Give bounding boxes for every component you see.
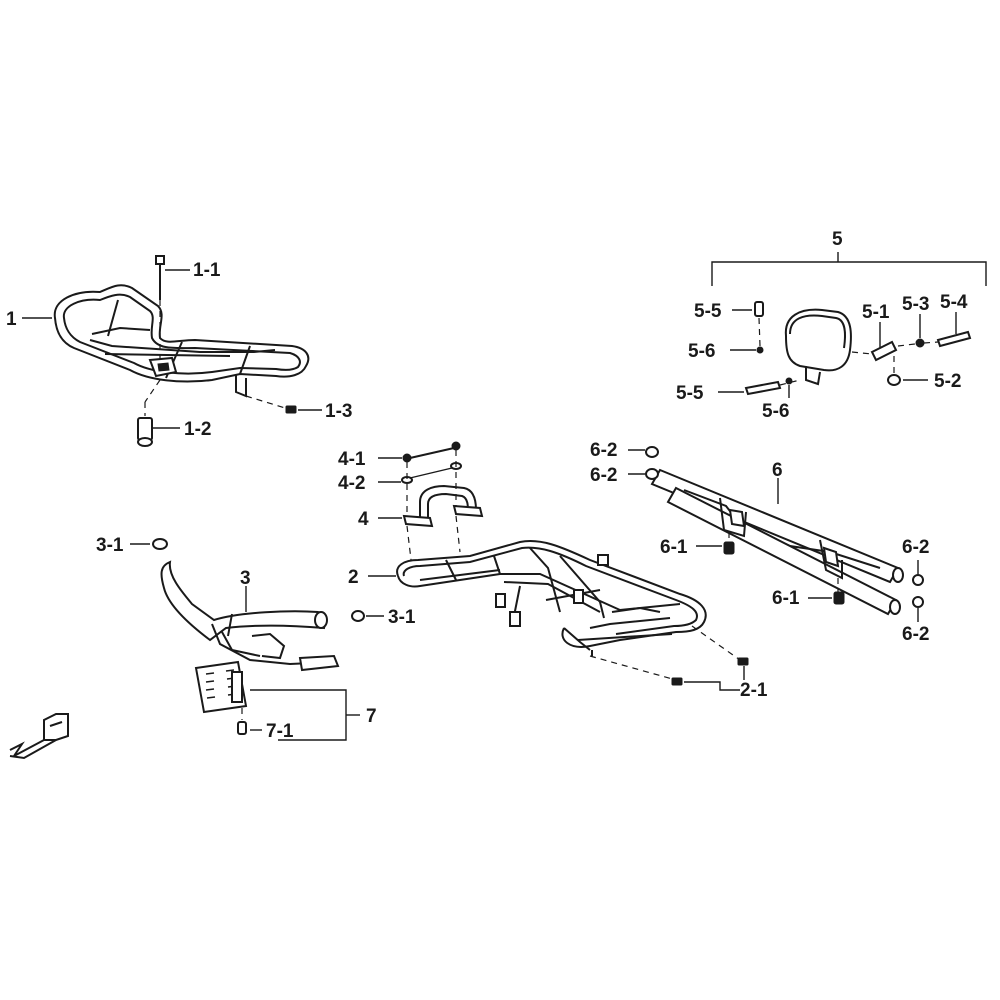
cap-6-2-top-2[interactable]	[628, 468, 659, 480]
label-5: 5	[832, 229, 843, 250]
bolt-1-1[interactable]	[155, 255, 190, 360]
label-6-1-lower: 6-1	[772, 588, 800, 609]
backrest-pad[interactable]	[784, 308, 852, 386]
label-5-6-left: 5-6	[688, 341, 715, 362]
label-5-1: 5-1	[862, 302, 890, 323]
washer-5-6-left[interactable]	[730, 317, 764, 354]
label-5-2: 5-2	[934, 371, 961, 392]
label-1-2: 1-2	[184, 419, 211, 440]
cap-6-2-top-1[interactable]	[628, 446, 659, 458]
handle-bracket-part-4[interactable]	[378, 484, 484, 528]
label-2: 2	[348, 567, 359, 588]
label-5-3: 5-3	[902, 294, 929, 315]
label-6-2-top-1: 6-2	[590, 440, 617, 461]
bolt-1-3[interactable]	[245, 395, 322, 414]
pin-5-1[interactable]	[851, 322, 898, 362]
bolt-5-5-top[interactable]	[732, 301, 764, 317]
rear-rack-part-2[interactable]	[368, 540, 707, 656]
bolt-6-1-upper[interactable]	[696, 532, 735, 555]
label-1-1: 1-1	[193, 260, 221, 281]
front-rack-part-1[interactable]	[53, 284, 310, 398]
washer-4-2[interactable]	[378, 450, 462, 569]
label-4-1: 4-1	[338, 449, 366, 470]
cap-3-1-right[interactable]	[351, 610, 384, 622]
label-1-3: 1-3	[325, 401, 352, 422]
bolt-5-5-bottom[interactable]	[718, 379, 801, 396]
washer-5-6-bottom[interactable]	[785, 377, 793, 398]
bolt-6-1-lower[interactable]	[808, 578, 845, 605]
bolt-2-1[interactable]	[589, 625, 749, 691]
bolt-5-4[interactable]	[923, 312, 972, 348]
collar-1-2[interactable]	[137, 379, 180, 447]
part-labels: 1 1-1 1-2 1-3 2 2-1 3 3-1 3-1 4 4-1 4-2 …	[6, 229, 968, 742]
cap-6-2-right-2[interactable]	[912, 596, 924, 622]
label-1: 1	[6, 309, 17, 330]
front-bumper-part-3[interactable]	[160, 560, 340, 672]
label-5-5-bottom: 5-5	[676, 383, 704, 404]
cap-3-1-left[interactable]	[130, 538, 168, 550]
label-7: 7	[366, 706, 377, 727]
rear-bumper-part-6[interactable]	[650, 468, 904, 616]
nut-5-2[interactable]	[887, 356, 928, 386]
bolt-4-1[interactable]	[378, 441, 461, 463]
label-7-1: 7-1	[266, 721, 294, 742]
cap-6-2-right-1[interactable]	[912, 560, 924, 586]
label-6-1-upper: 6-1	[660, 537, 688, 558]
nut-5-3[interactable]	[897, 314, 925, 348]
skid-plate-part-7[interactable]	[194, 660, 360, 741]
label-6-2-right-1: 6-2	[902, 537, 929, 558]
label-3-1-left: 3-1	[96, 535, 124, 556]
label-3: 3	[240, 568, 251, 589]
label-5-6-bottom: 5-6	[762, 401, 789, 422]
label-2-1: 2-1	[740, 680, 768, 701]
label-4-2: 4-2	[338, 473, 365, 494]
front-direction-arrow-icon	[9, 713, 69, 760]
label-4: 4	[358, 509, 369, 530]
label-6-2-right-2: 6-2	[902, 624, 929, 645]
backrest-bracket-part-5	[711, 252, 987, 286]
label-5-4: 5-4	[940, 292, 968, 313]
label-6-2-top-2: 6-2	[590, 465, 617, 486]
label-6: 6	[772, 460, 783, 481]
label-3-1-right: 3-1	[388, 607, 416, 628]
label-5-5-top: 5-5	[694, 301, 722, 322]
